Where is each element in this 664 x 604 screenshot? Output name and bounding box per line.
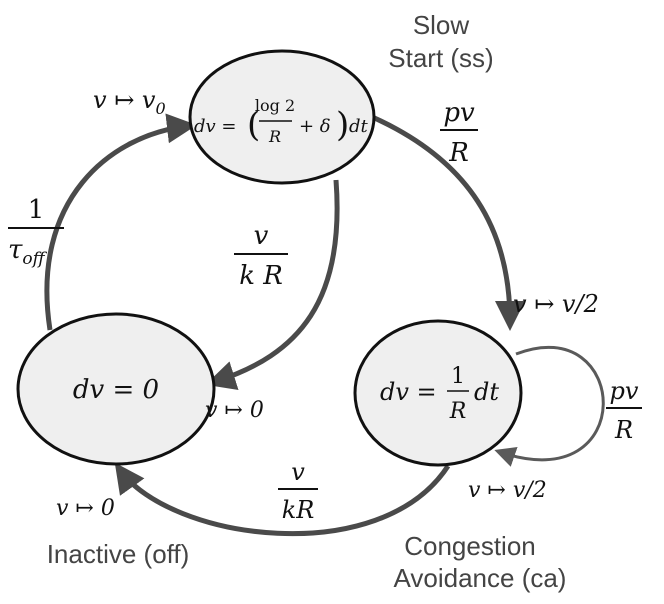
ca-eq-num: 1 bbox=[451, 364, 465, 389]
ss-eq-lparen: ( bbox=[247, 105, 260, 145]
edge-ca-self-loop bbox=[494, 345, 605, 467]
off-ss-rate-den-base: τ bbox=[8, 235, 23, 265]
off-ss-reset-base: v ↦ v bbox=[93, 86, 156, 114]
ss-eq-rparen: ) bbox=[336, 105, 349, 145]
ca-eq-den: R bbox=[449, 399, 467, 424]
state-inactive[interactable] bbox=[16, 312, 216, 466]
off-title: Inactive (off) bbox=[47, 539, 190, 569]
ca-title-line2: Avoidance (ca) bbox=[394, 563, 567, 593]
edge-ss-to-ca bbox=[368, 113, 525, 332]
ca-eq-end: dt bbox=[474, 378, 499, 406]
ss-title-line2: Start (ss) bbox=[388, 43, 493, 73]
ss-ca-rate-den: R bbox=[448, 138, 469, 168]
ss-off-rate-den: k R bbox=[239, 261, 283, 291]
off-ss-reset: v ↦ v0 bbox=[93, 86, 166, 118]
ss-eq-den: R bbox=[268, 127, 281, 146]
ss-eq-tail: + δ bbox=[299, 116, 331, 137]
state-congestion-avoidance[interactable] bbox=[353, 319, 523, 467]
ss-off-rate-num: v bbox=[254, 221, 269, 251]
ca-self-reset: v ↦ v/2 bbox=[468, 478, 547, 503]
edge-ca-to-off bbox=[114, 462, 451, 537]
ca-off-rate-num: v bbox=[291, 458, 305, 486]
off-eq: dv = 0 bbox=[73, 375, 159, 405]
off-ss-rate-num: 1 bbox=[28, 195, 45, 225]
ss-off-reset: v ↦ 0 bbox=[205, 398, 264, 423]
ca-off-rate-den: kR bbox=[282, 496, 315, 524]
edge-ss-to-off bbox=[205, 179, 340, 391]
ss-eq-lhs: dv = bbox=[194, 116, 237, 137]
ca-title-line1: Congestion bbox=[404, 531, 536, 561]
ss-title-line1: Slow bbox=[413, 10, 470, 40]
off-ss-reset-sub: 0 bbox=[155, 99, 165, 118]
ss-eq-end: dt bbox=[349, 116, 369, 137]
ss-ca-rate-num: pv bbox=[443, 98, 475, 128]
off-ss-rate-den: τoff bbox=[8, 235, 48, 269]
ca-self-rate-num: pv bbox=[610, 377, 639, 405]
ss-ca-reset: v ↦ v/2 bbox=[513, 290, 599, 318]
ca-off-reset: v ↦ 0 bbox=[56, 496, 115, 521]
ca-self-rate-den: R bbox=[614, 416, 633, 444]
ca-eq-lhs: dv = bbox=[380, 378, 437, 406]
edge-off-to-ss bbox=[44, 113, 197, 331]
state-slow-start[interactable] bbox=[188, 49, 376, 185]
ss-eq-num: log 2 bbox=[255, 96, 295, 115]
off-ss-rate-den-sub: off bbox=[22, 249, 47, 269]
